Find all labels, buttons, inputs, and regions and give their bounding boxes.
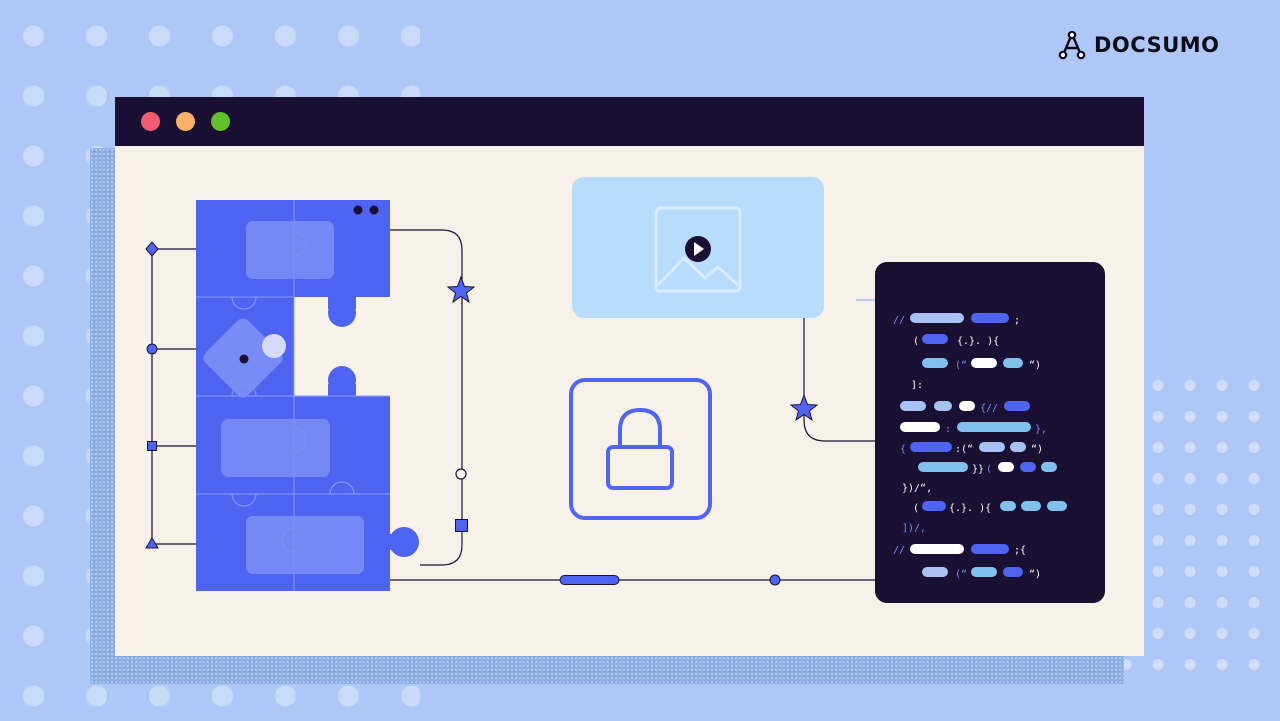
svg-text:(: ( — [913, 336, 919, 347]
svg-text:}}: }} — [972, 464, 984, 475]
circle-node-icon — [769, 574, 781, 586]
hollow-circle-node-icon — [455, 468, 467, 480]
pill-node-icon — [559, 575, 620, 585]
star-node-icon — [789, 393, 819, 422]
svg-text:{: { — [900, 444, 906, 455]
svg-text:{.}. ){: {.}. ){ — [957, 336, 999, 347]
svg-text:},: }, — [1035, 424, 1047, 435]
svg-text:(“: (“ — [955, 569, 967, 580]
lock-icon — [606, 407, 674, 490]
square-node-icon — [455, 519, 468, 532]
svg-text::(“: :(“ — [955, 444, 973, 455]
svg-text:;: ; — [1014, 315, 1020, 326]
svg-text:])/,: ])/, — [902, 523, 926, 534]
svg-text:})/“,: })/“, — [902, 483, 932, 494]
svg-text:]:: ]: — [911, 380, 923, 391]
window-close-button[interactable] — [141, 112, 160, 131]
left-connector-bracket — [151, 248, 197, 545]
docsumo-logo-icon — [1058, 30, 1086, 60]
svg-text:(: ( — [913, 503, 919, 514]
puzzle-connector-lines — [390, 229, 876, 581]
svg-text:{//: {// — [980, 403, 998, 414]
code-snippet-graphic: // ; ( {.}. ){ (“ “) ]: {// : — [893, 313, 1067, 580]
svg-text::: : — [945, 424, 951, 435]
svg-text:(: ( — [986, 464, 992, 475]
image-placeholder-icon — [654, 206, 742, 293]
diamond-node-icon — [145, 241, 159, 257]
docsumo-logo: DOCSUMO — [1058, 30, 1220, 60]
lock-card — [569, 378, 712, 520]
circle-node-icon — [146, 343, 158, 355]
svg-text:“): “) — [1031, 444, 1043, 455]
window-minimize-button[interactable] — [176, 112, 195, 131]
svg-text:“): “) — [1029, 569, 1041, 580]
brand-name: DOCSUMO — [1094, 33, 1220, 57]
code-editor-panel: // ; ( {.}. ){ (“ “) ]: {// : — [875, 262, 1105, 603]
svg-text://: // — [893, 315, 905, 326]
svg-text:;{: ;{ — [1014, 545, 1026, 556]
star-node-icon — [446, 275, 476, 304]
puzzle-block — [196, 200, 419, 591]
triangle-node-icon — [145, 537, 159, 549]
square-node-icon — [147, 441, 157, 451]
window-maximize-button[interactable] — [211, 112, 230, 131]
svg-text:(“: (“ — [955, 360, 967, 371]
svg-text://: // — [893, 545, 905, 556]
svg-text:“): “) — [1029, 360, 1041, 371]
svg-text:{.}. ){: {.}. ){ — [949, 503, 991, 514]
browser-titlebar — [115, 97, 1144, 146]
